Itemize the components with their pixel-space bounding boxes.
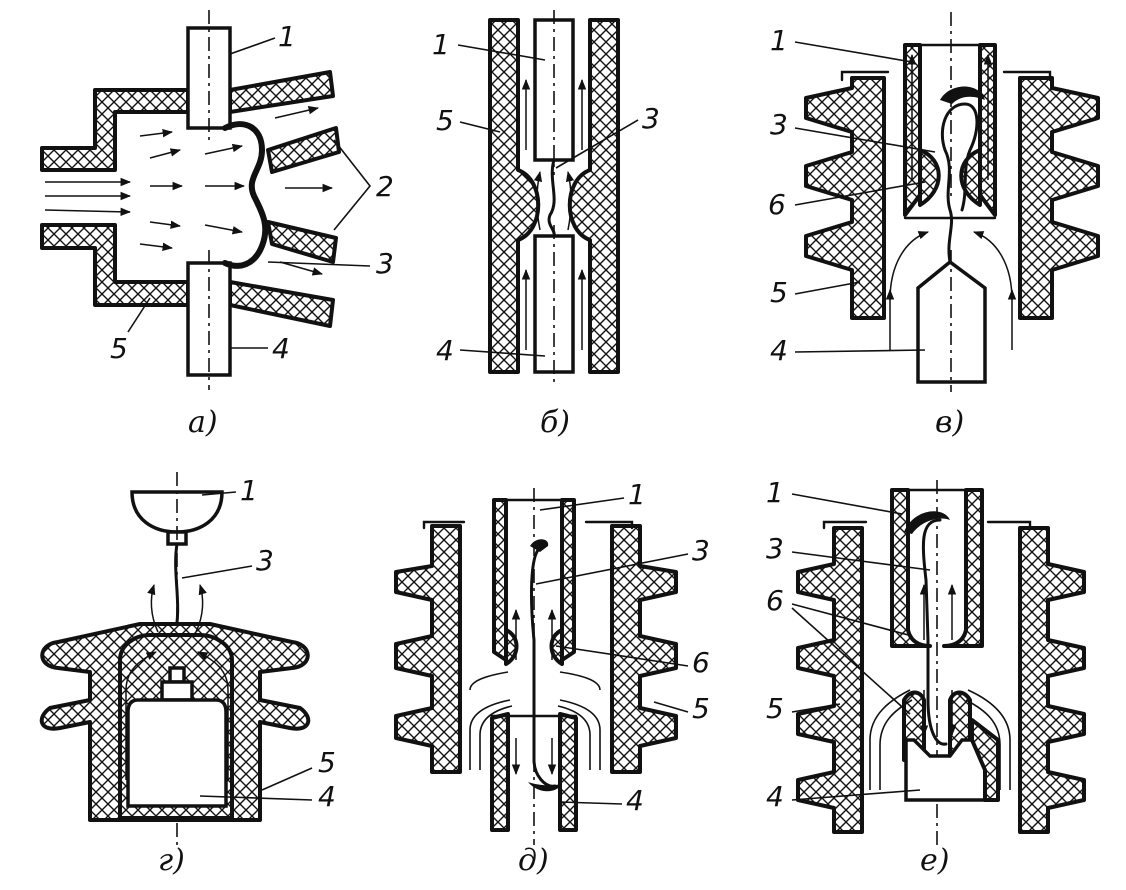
label-3-v: 3 <box>770 108 788 141</box>
lower-contact-4-d <box>490 712 578 832</box>
arc-deposit-d-bottom <box>528 782 562 792</box>
electric-arc-3-b <box>547 158 556 238</box>
insulator-body-5-v <box>804 70 1100 320</box>
upper-contact-1 <box>186 10 232 145</box>
label-2-a: 2 <box>376 170 394 203</box>
electric-arc-3 <box>222 121 269 269</box>
upper-contact-1-d <box>492 498 576 662</box>
label-6-v: 6 <box>768 188 786 221</box>
caption-b: б) <box>540 405 570 440</box>
panel-v: 1 3 6 5 4 в) <box>768 12 1100 440</box>
upper-contact-1-b <box>533 10 575 175</box>
label-4-a: 4 <box>272 332 290 365</box>
gas-flow-arrows-b <box>521 78 587 350</box>
label-3-b: 3 <box>642 102 660 135</box>
arc-chamber-wall-5 <box>40 70 341 328</box>
label-5-v: 5 <box>770 276 788 309</box>
panel-g: 1 3 5 4 г) <box>39 472 336 878</box>
label-4-g: 4 <box>318 780 336 813</box>
label-4-b: 4 <box>436 334 454 367</box>
label-3-a: 3 <box>376 247 394 280</box>
panel-d: 1 3 6 5 4 д) <box>394 478 710 878</box>
lower-contact-4-b <box>533 225 575 385</box>
caption-d: д) <box>518 843 549 878</box>
caption-e: е) <box>920 843 949 878</box>
gas-flow-arrows-g <box>125 583 229 780</box>
label-3-d: 3 <box>692 534 710 567</box>
gas-flow-arrows-v <box>885 53 1017 350</box>
label-6-d: 6 <box>692 646 710 679</box>
label-4-v: 4 <box>770 334 788 367</box>
label-1-e: 1 <box>766 476 784 509</box>
caption-v: в) <box>935 405 964 440</box>
electric-arc-3-v <box>940 102 979 264</box>
panel-a: 1 2 3 5 4 а) <box>40 10 394 440</box>
gas-flow-arrows-a <box>44 106 334 276</box>
label-1-v: 1 <box>770 24 788 57</box>
label-5-e: 5 <box>766 692 784 725</box>
gas-flow-arrows-d <box>469 608 601 776</box>
lower-contact-4 <box>186 250 232 390</box>
label-3-g: 3 <box>256 544 274 577</box>
label-5-d: 5 <box>692 692 710 725</box>
insulator-body-5-e <box>796 520 1086 834</box>
label-3-e: 3 <box>766 532 784 565</box>
caption-g: г) <box>158 843 185 878</box>
panel-b: 1 5 3 4 б) <box>432 10 660 440</box>
label-5-b: 5 <box>436 104 454 137</box>
lower-contact-4-e <box>904 718 1000 802</box>
label-5-g: 5 <box>318 746 336 779</box>
lower-contact-4-g <box>126 666 228 808</box>
label-4-e: 4 <box>766 780 784 813</box>
label-1-b: 1 <box>432 28 450 61</box>
caption-a: а) <box>188 405 218 440</box>
panel-e: 1 3 6 5 4 е) <box>766 476 1086 878</box>
arc-deposit-e <box>904 511 950 534</box>
label-5-a: 5 <box>110 332 128 365</box>
label-6-e: 6 <box>766 584 784 617</box>
label-1-d: 1 <box>628 478 646 511</box>
gas-flow-arrows-e <box>869 583 1011 790</box>
electric-arc-3-e <box>921 518 948 746</box>
insulator-body-5-d <box>394 520 678 774</box>
insulating-tube-5 <box>488 18 620 374</box>
lower-contact-4-v <box>916 250 987 392</box>
label-1-a: 1 <box>278 20 296 53</box>
label-1-g: 1 <box>240 474 258 507</box>
label-4-d: 4 <box>626 784 644 817</box>
